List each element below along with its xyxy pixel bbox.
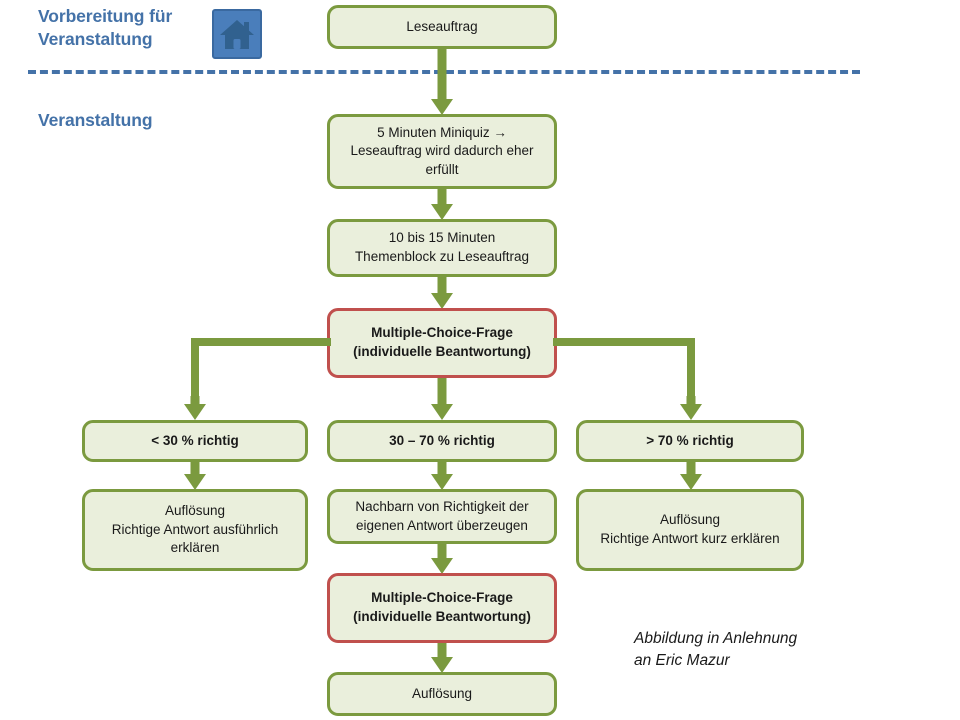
node-mc-frage-2[interactable]: Multiple-Choice-Frage (individuelle Bean…	[327, 573, 557, 643]
arrow-mc-frage-2-to-aufloesung-final	[427, 643, 457, 673]
node-mc-frage-1[interactable]: Multiple-Choice-Frage (individuelle Bean…	[327, 308, 557, 378]
elbow-mc1-left-horizontal	[191, 338, 331, 346]
node-branch-low[interactable]: < 30 % richtig	[82, 420, 308, 462]
arrow-branch-low-to-aufloesung-ausfuehrlich	[180, 462, 210, 490]
phase-label-event: Veranstaltung	[38, 110, 153, 130]
figure-caption: Abbildung in Anlehnung an Eric Mazur	[634, 630, 798, 669]
node-miniquiz[interactable]: 5 Minuten Miniquiz → Leseauftrag wird da…	[327, 114, 557, 189]
house-icon	[212, 9, 262, 59]
arrow-mc1-to-branch-mid	[427, 378, 457, 420]
elbow-mc1-left-vertical	[191, 338, 199, 404]
arrow-branch-mid-to-nachbarn	[427, 462, 457, 490]
node-branch-mid[interactable]: 30 – 70 % richtig	[327, 420, 557, 462]
elbow-mc1-right-horizontal	[553, 338, 695, 346]
node-aufloesung-final[interactable]: Auflösung	[327, 672, 557, 716]
elbow-mc1-right-vertical	[687, 338, 695, 404]
node-nachbarn[interactable]: Nachbarn von Richtigkeit der eigenen Ant…	[327, 489, 557, 544]
phase-label-preparation: Vorbereitung für Veranstaltung	[38, 6, 173, 49]
node-branch-high[interactable]: > 70 % richtig	[576, 420, 804, 462]
node-themenblock[interactable]: 10 bis 15 Minuten Themenblock zu Leseauf…	[327, 219, 557, 277]
node-aufloesung-ausfuehrlich[interactable]: Auflösung Richtige Antwort ausführlich e…	[82, 489, 308, 571]
node-aufloesung-kurz[interactable]: Auflösung Richtige Antwort kurz erklären	[576, 489, 804, 571]
arrow-mc1-to-branch-low	[180, 396, 210, 420]
arrow-branch-high-to-aufloesung-kurz	[676, 462, 706, 490]
arrow-mc1-to-branch-high	[676, 396, 706, 420]
arrow-miniquiz-to-themenblock	[427, 189, 457, 220]
arrow-nachbarn-to-mc-frage-2	[427, 544, 457, 574]
node-leseauftrag[interactable]: Leseauftrag	[327, 5, 557, 49]
arrow-themenblock-to-mc-frage-1	[427, 277, 457, 309]
arrow-leseauftrag-to-miniquiz	[427, 49, 457, 115]
